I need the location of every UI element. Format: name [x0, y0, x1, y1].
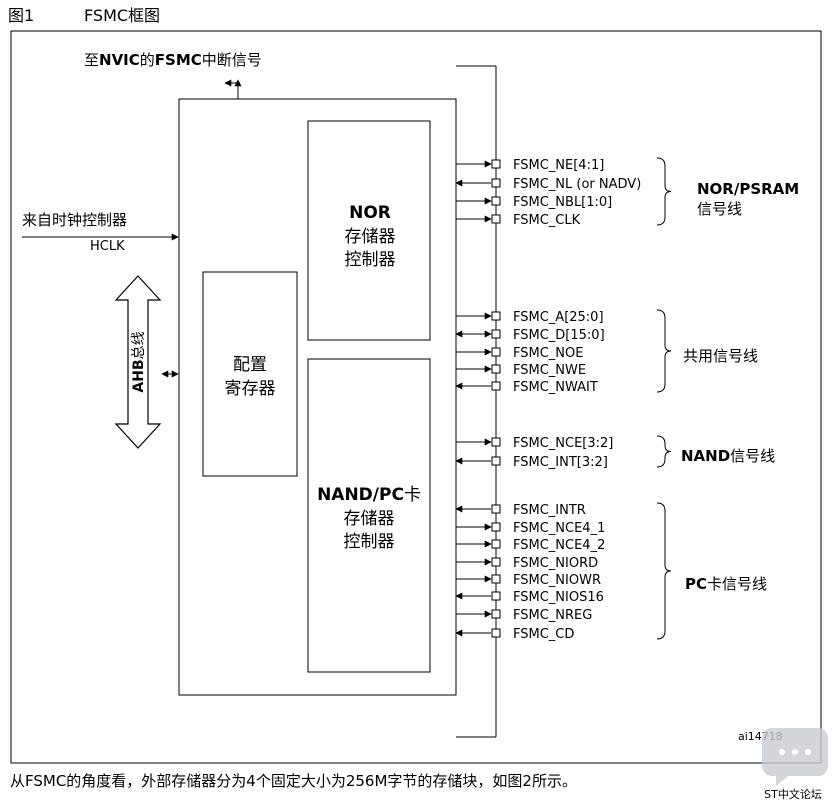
- group-label: NOR/PSRAM: [697, 180, 799, 198]
- signal-name: FSMC_NCE[3:2]: [513, 436, 613, 451]
- signal-pin: [491, 437, 501, 447]
- signal-pin: [491, 381, 501, 391]
- signal-pin: [491, 591, 501, 601]
- signal-name: FSMC_NIOS16: [513, 590, 604, 605]
- signal-pin: [491, 196, 501, 206]
- signal-name: FSMC_NWE: [513, 363, 586, 378]
- chat-bubble-icon: [762, 728, 828, 786]
- group-label: 共用信号线: [683, 347, 758, 365]
- signal-name: FSMC_D[15:0]: [513, 328, 605, 343]
- config-register-block: [202, 271, 298, 477]
- nor-line3: 控制器: [345, 250, 396, 270]
- signal-name: FSMC_NWAIT: [513, 380, 598, 395]
- signal-pin: [491, 159, 501, 169]
- group-label: NAND信号线: [681, 447, 775, 465]
- nand-title: NAND/PC卡: [317, 485, 421, 505]
- signal-name: FSMC_NCE4_1: [513, 521, 605, 536]
- group-brace: [656, 502, 672, 640]
- signal-pin: [491, 329, 501, 339]
- signal-lines: FSMC_NE[4:1] FSMC_NL (or NADV) FSMC_NBL[1:…: [455, 158, 641, 642]
- nor-line2: 存储器: [345, 227, 396, 247]
- signal-name: FSMC_NREG: [513, 608, 592, 623]
- signal-name: FSMC_INT[3:2]: [513, 455, 608, 470]
- signal-name: FSMC_CLK: [513, 213, 581, 228]
- nor-title: NOR: [349, 203, 391, 223]
- figure-number: 图1: [8, 6, 35, 25]
- group-brace: [656, 309, 672, 393]
- nand-line3: 控制器: [344, 532, 395, 552]
- signal-name: FSMC_NCE4_2: [513, 538, 605, 553]
- signal-pin: [491, 522, 501, 532]
- group-brace: [656, 435, 672, 468]
- signal-name: FSMC_A[25:0]: [513, 310, 604, 325]
- signal-name: FSMC_NL (or NADV): [513, 177, 641, 192]
- hclk-label: HCLK: [90, 239, 125, 254]
- config-line2: 寄存器: [225, 379, 276, 399]
- signal-pin: [491, 456, 501, 466]
- signal-pin: [491, 609, 501, 619]
- watermark-text: ST中文论坛: [764, 787, 822, 801]
- nor-controller-block: [307, 120, 431, 341]
- signal-pin: [491, 628, 501, 638]
- caption-text: 从FSMC的角度看，外部存储器分为4个固定大小为256M字节的存储块，如图2所示…: [10, 772, 577, 790]
- caption: 从FSMC的角度看，外部存储器分为4个固定大小为256M字节的存储块，如图2所示…: [10, 770, 577, 791]
- signal-pin: [491, 539, 501, 549]
- signal-name: FSMC_NIOWR: [513, 573, 601, 588]
- ahb-label: AHB总线: [131, 331, 147, 392]
- signal-name: FSMC_NE[4:1]: [513, 158, 604, 173]
- signal-pin: [491, 504, 501, 514]
- group-brace: [656, 157, 672, 226]
- signal-pin: [491, 347, 501, 357]
- signal-pin: [491, 557, 501, 567]
- nand-line2: 存储器: [344, 509, 395, 529]
- signal-name: FSMC_INTR: [513, 503, 586, 518]
- figure-title-text: FSMC框图: [84, 6, 161, 25]
- outer-frame: [10, 30, 822, 764]
- ahb-bus-arrow: [114, 275, 162, 449]
- clock-label: 来自时钟控制器: [22, 211, 127, 229]
- nvic-interrupt-arrow: [224, 79, 239, 99]
- signal-name: FSMC_NIORD: [513, 556, 598, 571]
- signal-pin: [491, 214, 501, 224]
- signal-name: FSMC_NOE: [513, 346, 583, 361]
- group-label: PC卡信号线: [685, 575, 767, 593]
- signal-pin: [491, 364, 501, 374]
- signal-pin: [491, 311, 501, 321]
- group-label-line2: 信号线: [697, 200, 742, 218]
- nand-controller-block: [307, 358, 431, 673]
- signal-pin: [491, 574, 501, 584]
- st-forum-watermark: ST中文论坛: [762, 728, 828, 801]
- nvic-label: 至NVIC的FSMC中断信号: [84, 51, 262, 69]
- signal-name: FSMC_NBL[1:0]: [513, 195, 612, 210]
- signal-pin: [491, 178, 501, 188]
- figure-title: 图1 FSMC框图: [8, 2, 160, 26]
- signal-name: FSMC_CD: [513, 627, 574, 642]
- config-line1: 配置: [233, 355, 267, 375]
